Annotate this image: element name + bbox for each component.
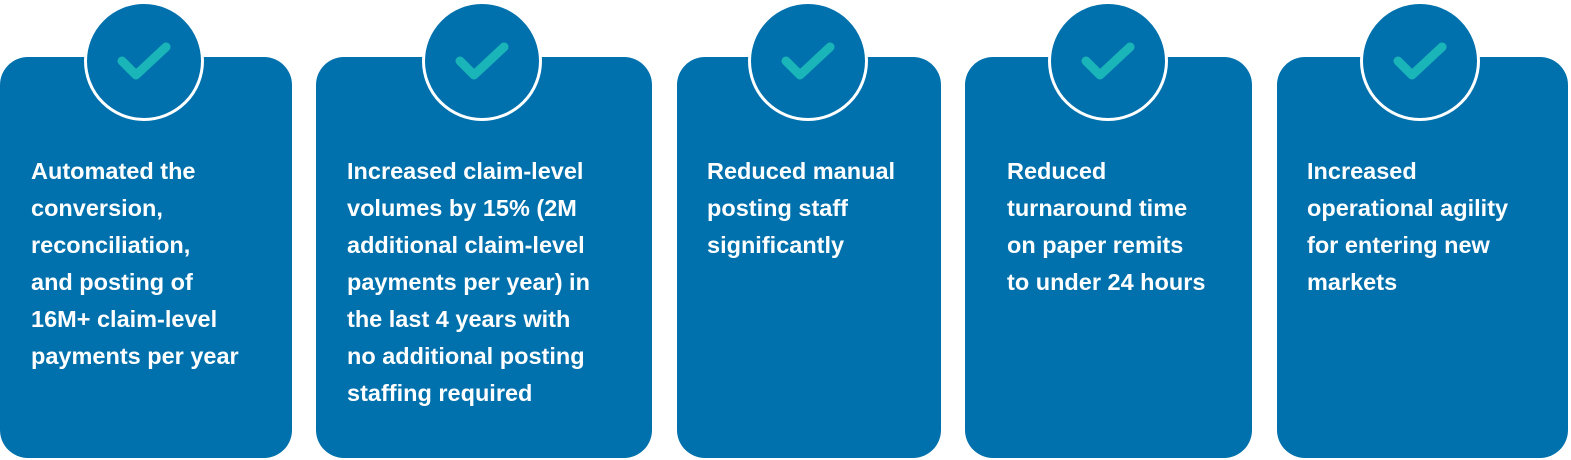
achievement-card-4: Reduced turnaround time on paper remits … — [965, 57, 1252, 458]
check-badge — [84, 1, 204, 121]
achievement-card-text: Automated the conversion, reconciliation… — [31, 158, 239, 369]
achievement-card-1: Automated the conversion, reconciliation… — [0, 57, 292, 458]
check-icon — [455, 42, 509, 80]
achievement-card-2: Increased claim-level volumes by 15% (2M… — [316, 57, 652, 458]
achievement-card-text: Reduced turnaround time on paper remits … — [1007, 158, 1206, 295]
check-icon — [781, 42, 835, 80]
check-icon — [1393, 42, 1447, 80]
check-badge — [1360, 1, 1480, 121]
check-icon — [117, 42, 171, 80]
check-badge — [1048, 1, 1168, 121]
achievement-card-5: Increased operational agility for enteri… — [1277, 57, 1568, 458]
achievement-card-text: Increased claim-level volumes by 15% (2M… — [347, 158, 590, 406]
check-badge — [748, 1, 868, 121]
check-icon — [1081, 42, 1135, 80]
check-badge — [422, 1, 542, 121]
achievement-card-text: Increased operational agility for enteri… — [1307, 158, 1509, 295]
achievement-card-text: Reduced manual posting staff significant… — [707, 158, 896, 258]
achievement-card-3: Reduced manual posting staff significant… — [677, 57, 941, 458]
